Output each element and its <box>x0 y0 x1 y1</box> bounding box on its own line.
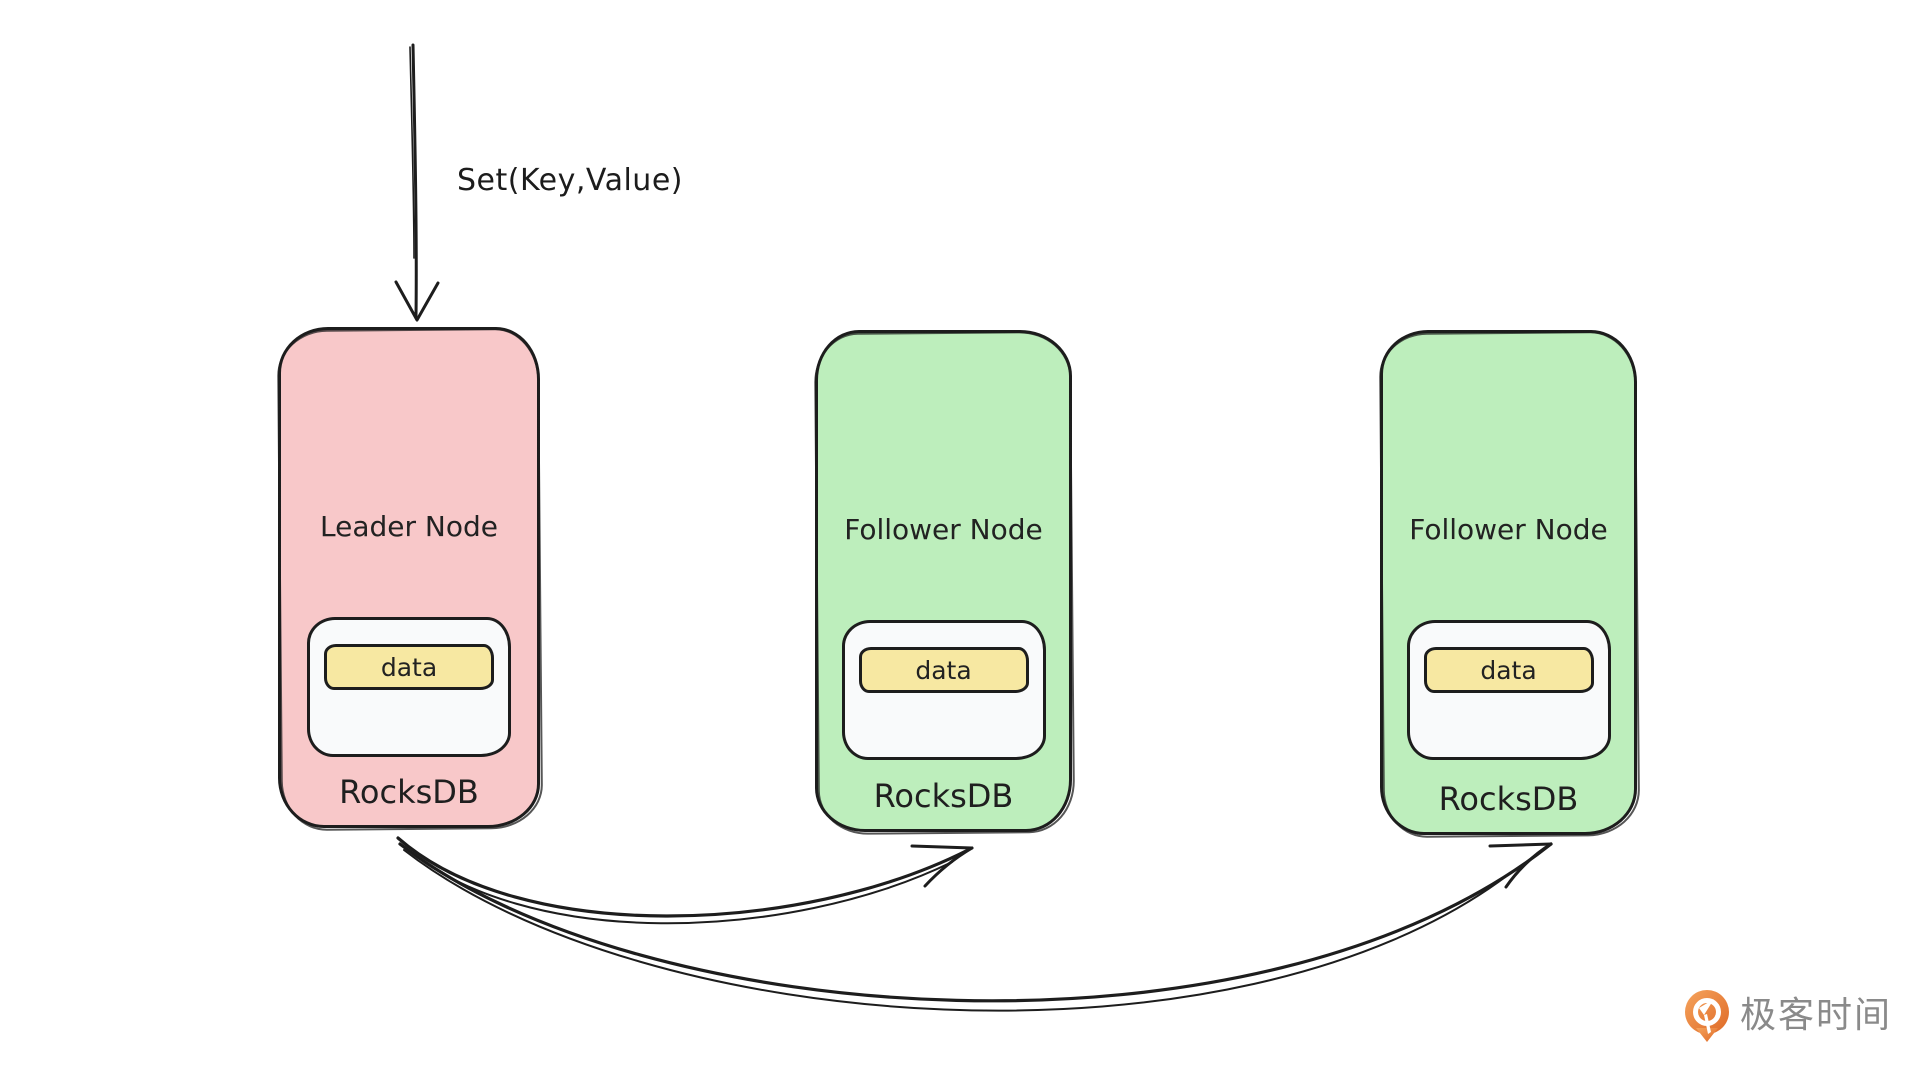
node-follower-1-db-label: RocksDB <box>873 777 1014 815</box>
node-follower-2-db-label: RocksDB <box>1438 780 1579 818</box>
node-follower-2-label: Follower Node <box>1409 513 1608 546</box>
node-follower-1-data-chip: data <box>858 647 1029 693</box>
node-follower-2: Follower Node data RocksDB <box>1380 330 1637 835</box>
brand-logo: 极客时间 <box>1683 988 1892 1044</box>
node-leader-db-label: RocksDB <box>339 773 479 811</box>
node-leader: Leader Node data RocksDB <box>278 327 540 828</box>
node-leader-db-box: data <box>307 617 511 757</box>
node-follower-1-label: Follower Node <box>844 513 1043 546</box>
node-leader-data-chip: data <box>324 644 494 690</box>
geektime-pin-icon <box>1683 988 1731 1044</box>
replication-arrow-2 <box>398 842 1553 1012</box>
node-follower-1: Follower Node data RocksDB <box>815 330 1072 832</box>
node-leader-label: Leader Node <box>320 510 498 543</box>
node-follower-2-data-chip: data <box>1423 647 1594 693</box>
set-arrow <box>394 43 440 322</box>
set-arrow-label: Set(Key,Value) <box>457 163 683 198</box>
node-follower-1-db-box: data <box>841 620 1046 760</box>
node-follower-2-db-box: data <box>1406 620 1611 760</box>
brand-logo-text: 极客时间 <box>1740 995 1893 1036</box>
replication-arrow-1 <box>396 836 974 925</box>
